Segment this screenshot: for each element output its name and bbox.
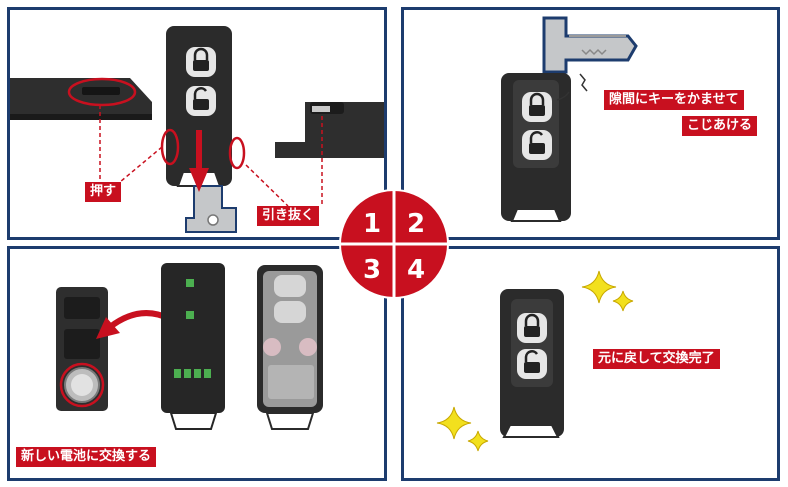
- pull-arrow: [189, 168, 209, 192]
- step-number-3: 3: [363, 255, 381, 285]
- lock-icon: [524, 313, 540, 326]
- release-button: [82, 87, 120, 95]
- pull-out-label: 引き抜く: [257, 206, 320, 226]
- step-4-illustration: [436, 270, 634, 452]
- step-number-4: 4: [407, 255, 425, 285]
- lock-icon: [193, 47, 209, 60]
- step-4-panel: 元に戻して交換完了: [401, 246, 780, 481]
- step-3-panel: 新しい電池に交換する: [7, 246, 387, 481]
- replace-battery-label: 新しい電池に交換する: [16, 447, 157, 467]
- step-number-1: 1: [363, 209, 381, 239]
- pry-instruction-line1: 隙間にキーをかませて: [604, 90, 744, 110]
- step-1-panel: 押す 引き抜く: [7, 7, 387, 240]
- metal-key: [185, 185, 237, 233]
- unlock-icon: [524, 350, 539, 362]
- unlock-icon: [529, 131, 544, 143]
- step-1-illustration: [10, 26, 384, 233]
- step-2-illustration: [501, 16, 638, 222]
- wedged-key: [542, 16, 638, 74]
- press-highlight: [67, 77, 137, 107]
- pry-instruction-line2: こじあける: [682, 116, 758, 136]
- complete-label: 元に戻して交換完了: [593, 349, 720, 369]
- sparkle-icon: [436, 270, 634, 452]
- step-3-illustration: [56, 263, 323, 430]
- fob-housing-right: [275, 102, 384, 158]
- step-number-2: 2: [407, 209, 425, 239]
- step-2-panel: 隙間にキーをかませて こじあける: [401, 7, 780, 240]
- lock-icon: [529, 92, 545, 105]
- press-label: 押す: [85, 182, 122, 202]
- step-number-badge: 1 2 3 4: [339, 189, 449, 299]
- unlock-icon: [193, 87, 208, 99]
